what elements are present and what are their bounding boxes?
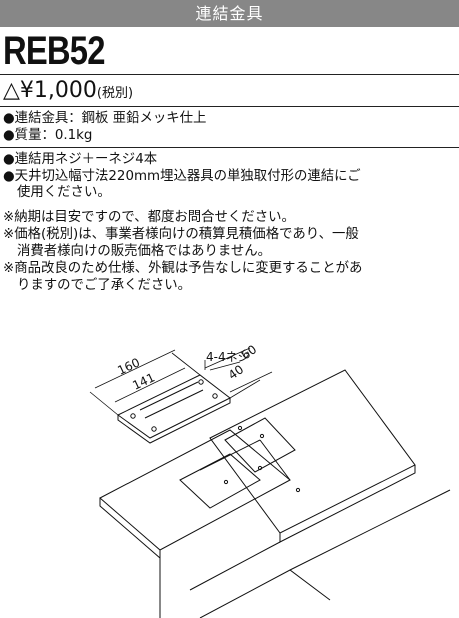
- contents-screws: ●連結用ネジ＋ーネジ4本: [3, 152, 158, 167]
- spec-material: ●連結金具：鋼板 亜鉛メッキ仕上: [3, 111, 207, 126]
- fixture-left: [99, 429, 291, 560]
- spec-weight: ●質量：0.1kg: [3, 128, 93, 143]
- dimension-label: 160: [115, 355, 142, 377]
- price-value: △¥1,000: [3, 78, 97, 103]
- divider: [0, 106, 459, 107]
- divider: [0, 147, 459, 148]
- model-number: REB52: [3, 29, 105, 73]
- note-price: ※価格(税別)は、事業者様向けの積算見積価格であり、一般: [3, 227, 359, 242]
- note-specs: ※商品改良のため仕様、外観は予告なしに変更することがあ: [3, 261, 363, 276]
- contents-usage: ●天井切込幅寸法220mm埋込器具の単独取付形の連結にご: [3, 169, 361, 184]
- bracket-plate: [117, 374, 231, 444]
- divider: [0, 74, 459, 75]
- note-delivery: ※納期は目安ですので、都度お問合せください。: [3, 210, 295, 225]
- note-price-cont: 消費者様向けの販売価格ではありません。: [17, 244, 272, 259]
- screw-label: 4-4ネジ: [206, 350, 250, 364]
- installation-diagram: 4-4ネジ 160 141 60 40: [89, 342, 451, 618]
- note-specs-cont: りますのでご了承ください。: [17, 278, 192, 293]
- category-header: 連結金具: [0, 0, 459, 27]
- contents-usage-cont: 使用ください。: [17, 185, 111, 200]
- dimension-label: 141: [130, 370, 157, 392]
- fixture-right: [209, 369, 416, 543]
- price: △¥1,000(税別): [3, 78, 133, 107]
- price-tax-note: (税別): [96, 86, 134, 101]
